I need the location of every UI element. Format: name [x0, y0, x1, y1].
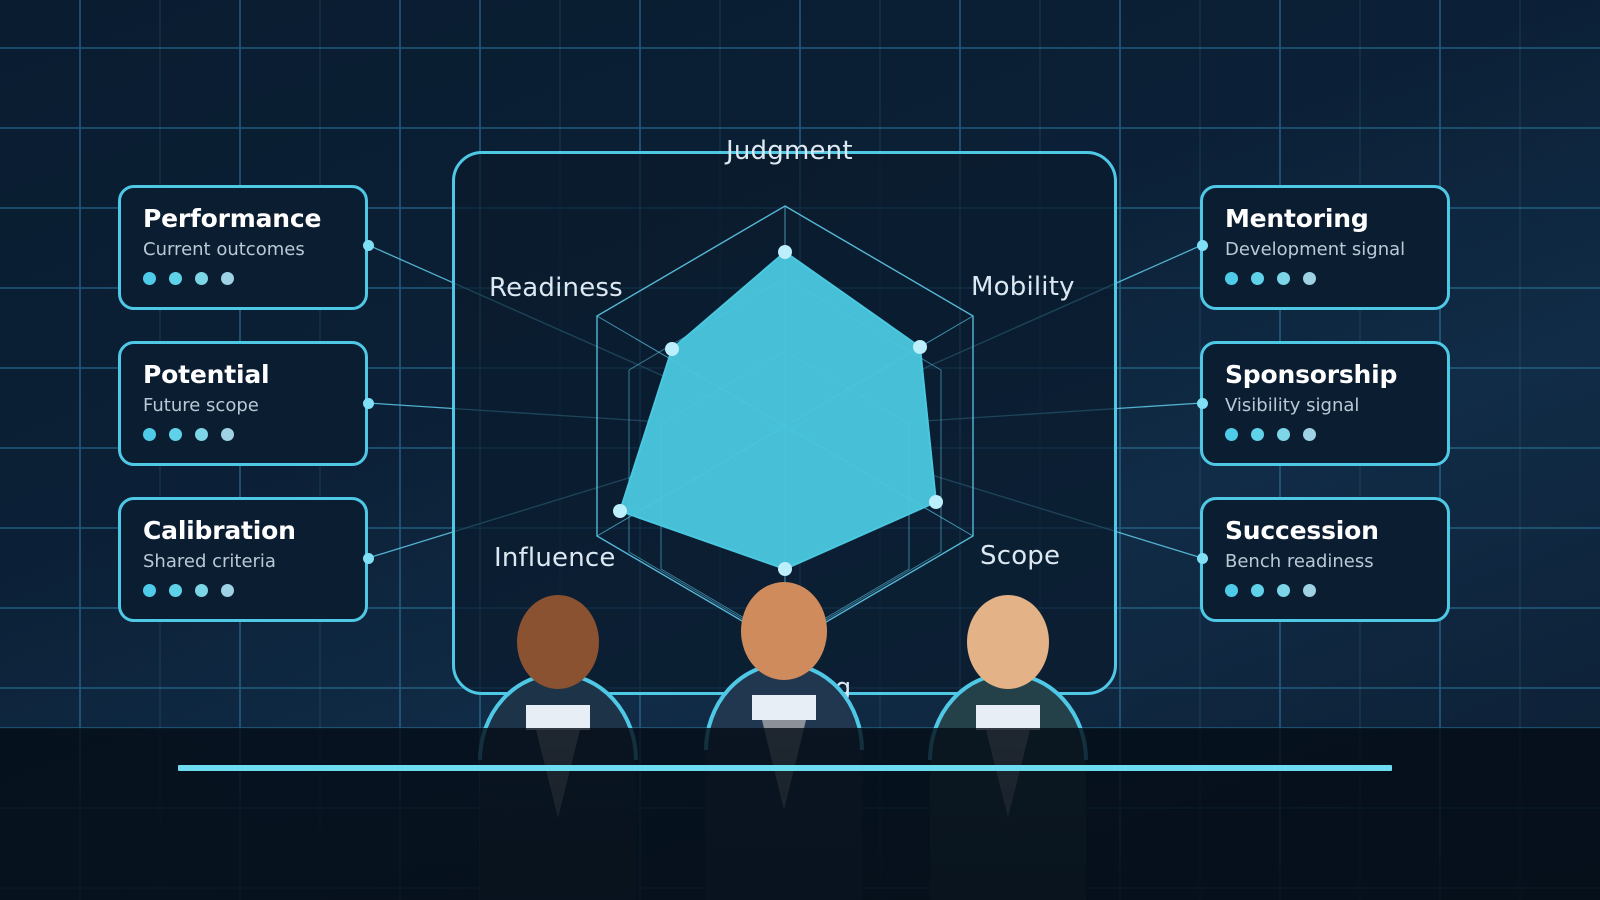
card-performance[interactable]: Performance Current outcomes — [118, 185, 368, 310]
card-potential-dots — [143, 428, 365, 442]
card-performance-subtitle: Current outcomes — [143, 239, 305, 261]
card-mentoring-subtitle: Development signal — [1225, 239, 1406, 261]
floor-shade — [0, 728, 1600, 900]
card-mentoring-title: Mentoring — [1225, 204, 1369, 233]
card-succession[interactable]: Succession Bench readiness — [1200, 497, 1450, 622]
card-succession-title: Succession — [1225, 516, 1379, 545]
card-mentoring[interactable]: Mentoring Development signal — [1200, 185, 1450, 310]
card-calibration-dots — [143, 584, 365, 598]
connector-anchor-mentoring — [1197, 240, 1208, 251]
connector-anchor-sponsorship — [1197, 398, 1208, 409]
radar-axis-label-influence: Influence — [494, 543, 616, 573]
connector-anchor-calibration — [363, 553, 374, 564]
radar-series-candidate-profile — [618, 250, 938, 571]
card-potential-subtitle: Future scope — [143, 395, 259, 417]
radar-axis-label-readiness: Readiness — [489, 273, 623, 303]
connector-anchor-succession — [1197, 553, 1208, 564]
card-calibration[interactable]: Calibration Shared criteria — [118, 497, 368, 622]
card-performance-title: Performance — [143, 204, 322, 233]
card-sponsorship[interactable]: Sponsorship Visibility signal — [1200, 341, 1450, 466]
card-mentoring-dots — [1225, 272, 1447, 286]
card-sponsorship-subtitle: Visibility signal — [1225, 395, 1360, 417]
card-performance-dots — [143, 272, 365, 286]
radar-axis-label-mobility: Mobility — [971, 272, 1075, 302]
connector-anchor-potential — [363, 398, 374, 409]
radar-chart — [596, 205, 974, 647]
radar-vertex-markers — [613, 245, 943, 576]
radar-axis-label-judgment: Judgment — [726, 136, 853, 166]
card-potential[interactable]: Potential Future scope — [118, 341, 368, 466]
card-sponsorship-title: Sponsorship — [1225, 360, 1398, 389]
card-calibration-title: Calibration — [143, 516, 296, 545]
floor-accent-line — [178, 765, 1392, 771]
card-succession-dots — [1225, 584, 1447, 598]
card-succession-subtitle: Bench readiness — [1225, 551, 1374, 573]
card-calibration-subtitle: Shared criteria — [143, 551, 276, 573]
radar-axis-label-scope: Scope — [980, 541, 1061, 571]
card-potential-title: Potential — [143, 360, 270, 389]
card-sponsorship-dots — [1225, 428, 1447, 442]
connector-anchor-performance — [363, 240, 374, 251]
